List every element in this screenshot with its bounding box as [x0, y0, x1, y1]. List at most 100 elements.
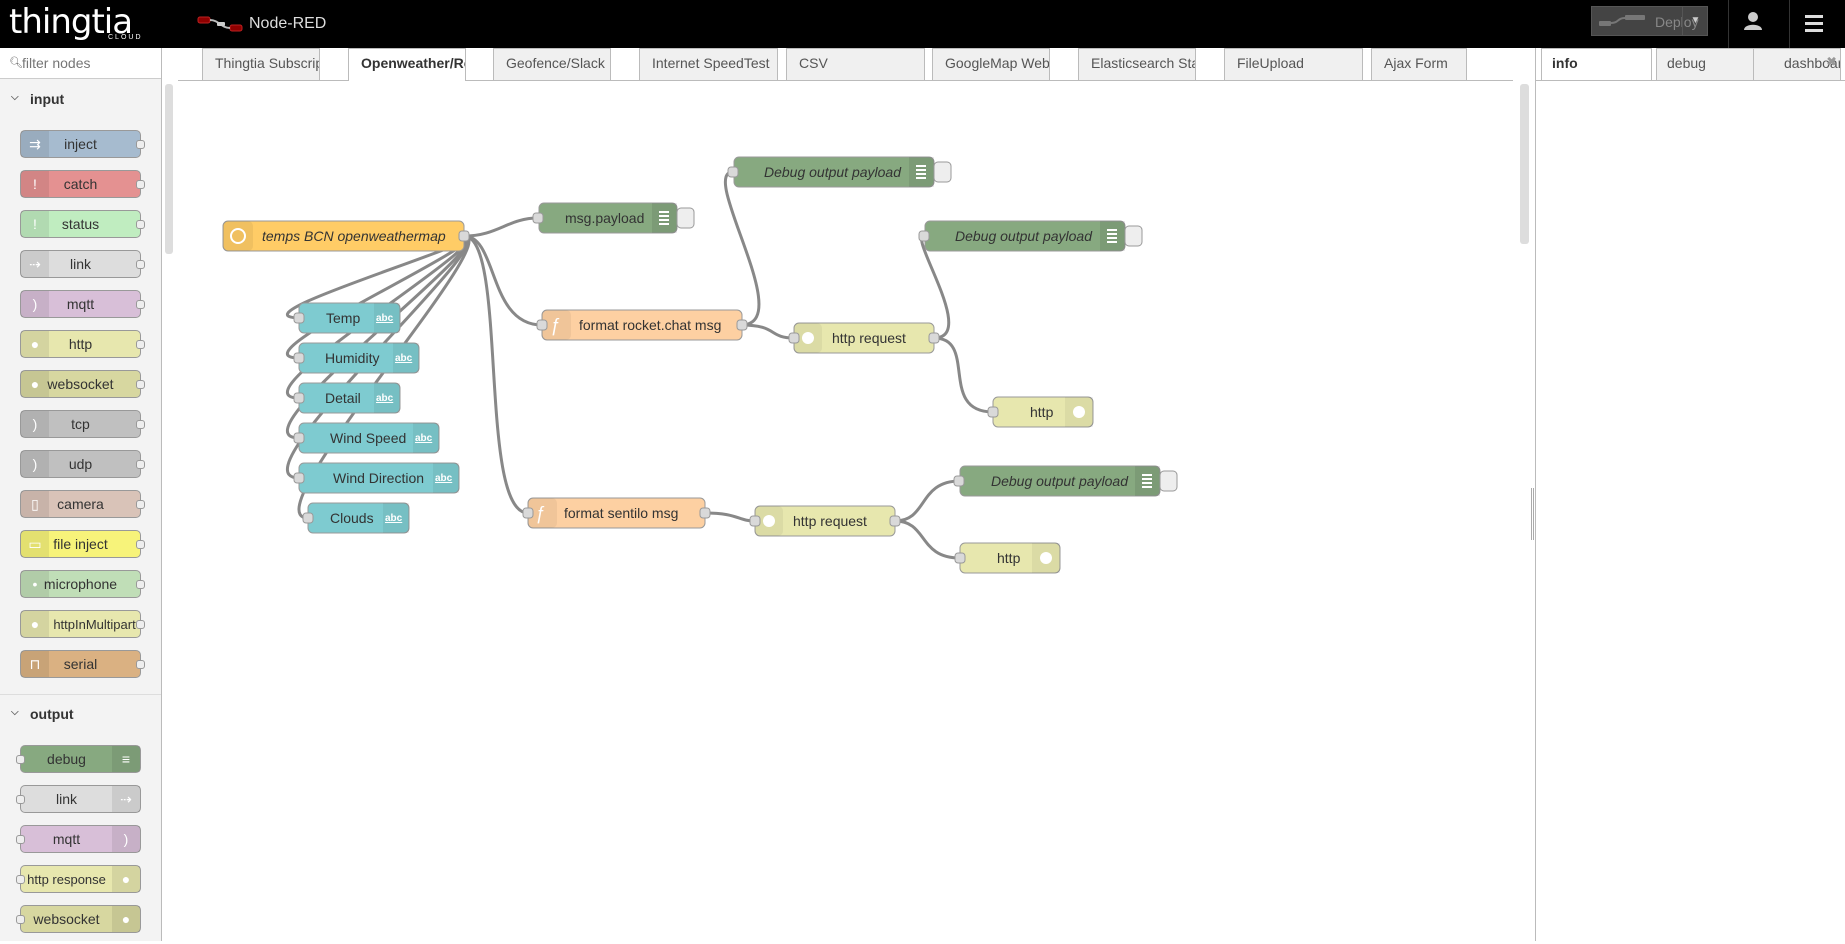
flow-node-weather-inject[interactable]: temps BCN openweathermap	[222, 220, 470, 252]
user-icon	[1744, 12, 1762, 30]
palette-node-serial[interactable]: ⊓ serial	[20, 650, 145, 678]
search-icon: 🔍︎	[9, 57, 23, 69]
flow-workspace[interactable]: temps BCN openweathermap msg.payload Deb…	[178, 81, 1513, 941]
category-label: input	[30, 91, 65, 107]
flow-node-msg-payload-debug[interactable]: msg.payload	[532, 202, 695, 234]
flow-node-format-rocket-chat-msg[interactable]: ƒ format rocket.chat msg	[536, 309, 748, 341]
tab-label: CSV	[799, 55, 828, 71]
debug-list-icon	[1107, 229, 1117, 243]
debug-toggle-button[interactable]	[1159, 470, 1178, 492]
hamburger-icon	[1805, 15, 1823, 32]
brand-subtitle: CLOUD	[108, 34, 143, 41]
palette-node-camera[interactable]: ▯ camera	[20, 490, 145, 518]
flow-node-http-request-2[interactable]: http request	[749, 505, 901, 537]
deploy-button[interactable]: Deploy ▼	[1591, 6, 1708, 36]
flow-node-http-response-2[interactable]: http	[954, 542, 1061, 574]
flow-node-humidity[interactable]: Humidity abc	[293, 342, 420, 374]
tab-googlemap-websocket[interactable]: GoogleMap WebSocket	[932, 48, 1050, 80]
workspace-scrollbar[interactable]	[1520, 84, 1529, 244]
palette-node-http-in-multipart[interactable]: ● httpInMultipart	[20, 610, 145, 638]
node-label: websocket	[33, 911, 100, 927]
flow-node-http-response-1[interactable]: http	[987, 396, 1094, 428]
tab-dashboard[interactable]: dashboard✖	[1753, 48, 1841, 80]
tab-info[interactable]: info	[1541, 48, 1652, 81]
text-icon: abc	[385, 513, 403, 524]
flow-node-detail[interactable]: Detail abc	[293, 382, 401, 414]
palette-node-catch[interactable]: ! catch	[20, 170, 145, 198]
node-label: udp	[68, 456, 93, 472]
debug-toggle-button[interactable]	[933, 161, 952, 183]
flow-node-debug-output-2[interactable]: Debug output payload	[918, 220, 1143, 252]
palette-node-mqtt-in[interactable]: ) mqtt	[20, 290, 145, 318]
palette-node-websocket-in[interactable]: ● websocket	[20, 370, 145, 398]
node-label: http request	[832, 330, 906, 346]
debug-toggle-button[interactable]	[1124, 225, 1143, 247]
flow-node-wind-speed[interactable]: Wind Speed abc	[293, 422, 440, 454]
globe-icon: ●	[21, 611, 49, 637]
palette-node-udp-in[interactable]: ) udp	[20, 450, 145, 478]
tab-internet-speedtest[interactable]: Internet SpeedTest	[639, 48, 778, 80]
deploy-dropdown-caret-icon[interactable]: ▼	[1682, 7, 1708, 35]
palette-node-tcp-in[interactable]: ) tcp	[20, 410, 145, 438]
tab-ajax-form[interactable]: Ajax Form	[1371, 48, 1467, 80]
tab-debug[interactable]: debug	[1656, 48, 1767, 80]
palette-node-link-in[interactable]: ⇢ link	[20, 250, 145, 278]
node-label: debug	[47, 751, 86, 767]
tab-geofence-slack[interactable]: Geofence/Slack	[493, 48, 611, 80]
text-icon: abc	[415, 433, 433, 444]
debug-toggle-button[interactable]	[676, 207, 695, 229]
flow-node-http-request-1[interactable]: http request	[788, 322, 940, 354]
sidebar-resize-handle[interactable]	[1531, 488, 1534, 540]
node-label: Debug output payload	[991, 473, 1129, 489]
tab-openweather-rocket[interactable]: Openweather/Rocket	[348, 48, 466, 81]
palette-node-websocket-out[interactable]: websocket ●	[16, 905, 141, 933]
node-label: camera	[57, 496, 104, 512]
palette-node-file-inject[interactable]: ▭ file inject	[20, 530, 145, 558]
tab-elasticsearch-stats[interactable]: Elasticsearch Stats	[1078, 48, 1196, 80]
flow-node-debug-output-3[interactable]: Debug output payload	[953, 465, 1178, 497]
flow-canvas[interactable]: temps BCN openweathermap msg.payload Deb…	[178, 81, 1513, 941]
filter-nodes-input[interactable]	[22, 53, 157, 73]
node-label: file inject	[53, 536, 108, 552]
deploy-label: Deploy	[1655, 14, 1699, 30]
debug-list-icon: ≡	[112, 746, 140, 772]
palette-node-microphone[interactable]: • microphone	[20, 570, 145, 598]
node-label: temps BCN openweathermap	[262, 228, 446, 244]
tab-label: Internet SpeedTest	[652, 55, 770, 71]
palette-node-link-out[interactable]: link ⇢	[16, 785, 141, 813]
node-label: link	[55, 791, 77, 807]
globe-icon: ●	[21, 331, 49, 357]
node-label: mqtt	[66, 296, 95, 312]
globe-icon	[802, 332, 814, 344]
tab-thingtia-subscription[interactable]: Thingtia Subscription	[202, 48, 320, 80]
node-label: inject	[64, 136, 97, 152]
link-in-icon: ⇢	[21, 251, 49, 277]
tab-fileupload[interactable]: FileUpload	[1224, 48, 1363, 80]
tab-label: FileUpload	[1237, 55, 1304, 71]
palette-node-mqtt-out[interactable]: mqtt )	[16, 825, 141, 853]
flow-node-wind-direction[interactable]: Wind Direction abc	[293, 462, 460, 494]
flow-node-temp[interactable]: Temp abc	[293, 302, 401, 334]
palette-node-http-in[interactable]: ● http	[20, 330, 145, 358]
palette-category-input[interactable]: ⌵ input	[0, 83, 161, 115]
palette-node-status[interactable]: ! status	[20, 210, 145, 238]
node-label: Wind Direction	[333, 470, 424, 486]
palette-node-debug[interactable]: debug ≡	[16, 745, 141, 773]
function-icon: ƒ	[550, 315, 560, 335]
flow-node-debug-output-1[interactable]: Debug output payload	[727, 156, 952, 188]
flow-node-clouds[interactable]: Clouds abc	[302, 502, 410, 534]
close-icon[interactable]: ✖	[1826, 54, 1837, 69]
main-menu-button[interactable]	[1789, 0, 1837, 48]
tab-csv[interactable]: CSV	[786, 48, 925, 80]
file-icon: ▭	[21, 531, 49, 557]
palette-category-output[interactable]: ⌵ output	[0, 698, 161, 730]
user-menu-button[interactable]	[1728, 0, 1776, 48]
node-label: status	[61, 216, 100, 232]
header: thingtia CLOUD Node-RED Deploy ▼	[0, 0, 1845, 48]
flow-node-format-sentilo-msg[interactable]: ƒ format sentilo msg	[522, 497, 711, 529]
debug-list-icon	[1142, 474, 1152, 488]
palette-scrollbar[interactable]	[165, 84, 173, 254]
palette-node-http-response[interactable]: http response ●	[16, 865, 141, 893]
palette-node-inject[interactable]: ⇉ inject	[20, 130, 145, 158]
node-label: link	[69, 256, 91, 272]
